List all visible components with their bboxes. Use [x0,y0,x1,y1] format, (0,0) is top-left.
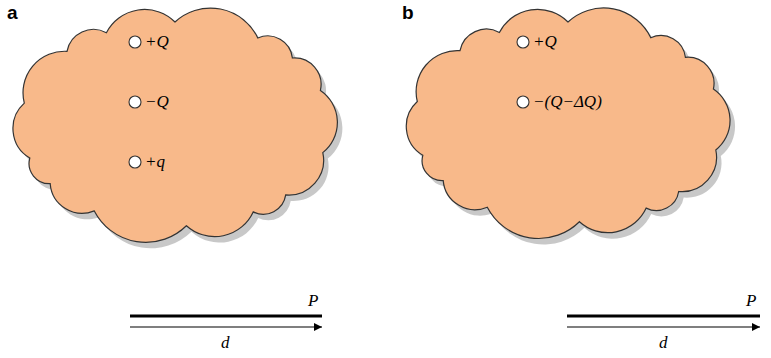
charge-dot [517,36,529,48]
charge-label: −(Q−ΔQ) [533,91,602,113]
distance-bar [130,315,322,318]
distance-label: d [221,332,230,354]
charge-dot [129,156,141,168]
distance-arrow [567,326,760,327]
distance-label: d [659,332,668,354]
charge-cloud: +Q −Q +q [5,6,345,242]
point-label: P [308,290,318,312]
point-label: P [746,290,756,312]
charge-label: −Q [145,91,169,113]
panel-letter: a [7,2,18,24]
charge-dot [129,36,141,48]
charge-label: +q [145,151,165,173]
charge-dot [517,96,529,108]
charge-label: +Q [533,31,557,53]
charge-dot [129,96,141,108]
cloud-outline [5,6,345,242]
panel-letter: b [402,2,414,24]
distance-arrow [130,326,322,327]
cloud-body [13,8,337,242]
charge-cloud: +Q −(Q−ΔQ) [398,6,738,238]
charge-label: +Q [145,31,169,53]
distance-bar [567,315,760,318]
cloud-body [406,8,730,239]
cloud-outline [398,6,738,238]
